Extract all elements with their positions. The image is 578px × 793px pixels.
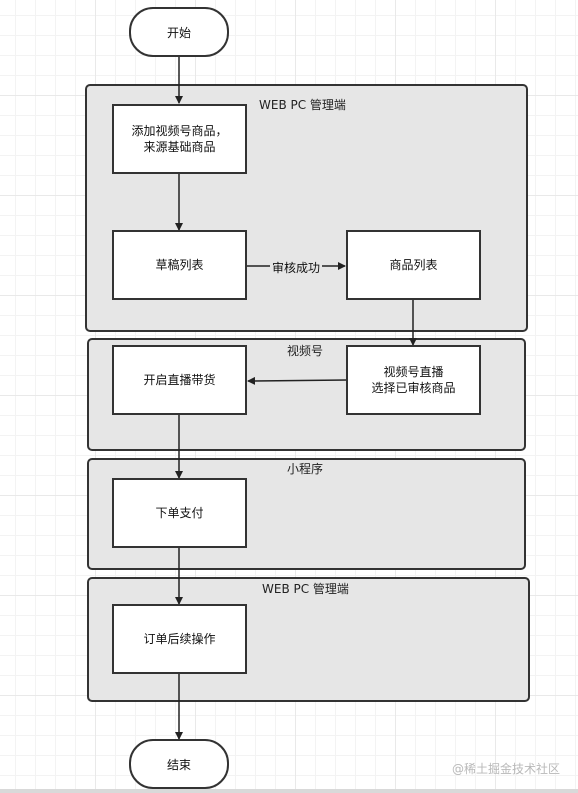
arrow-channel-live-to-start-live — [247, 376, 348, 385]
group-label-mini-program: 小程序 — [287, 462, 324, 476]
draft-list-node: 草稿列表 — [112, 230, 247, 300]
group-label-web-admin-1: WEB PC 管理端 — [259, 98, 346, 112]
order-pay-node: 下单支付 — [112, 478, 247, 548]
group-label-channels: 视频号 — [287, 344, 324, 358]
product-list-node: 商品列表 — [346, 230, 481, 300]
bottom-divider — [0, 789, 578, 793]
start-live-node: 开启直播带货 — [112, 345, 247, 415]
add-product-node: 添加视频号商品， 来源基础商品 — [112, 104, 247, 174]
edge-label-approved: 审核成功 — [270, 259, 323, 276]
watermark: @稀土掘金技术社区 — [452, 762, 561, 776]
group-label-web-admin-2: WEB PC 管理端 — [262, 582, 349, 596]
end-node: 结束 — [129, 739, 229, 789]
channel-live-node: 视频号直播 选择已审核商品 — [346, 345, 481, 415]
start-node: 开始 — [129, 7, 229, 57]
order-followup-node: 订单后续操作 — [112, 604, 247, 674]
